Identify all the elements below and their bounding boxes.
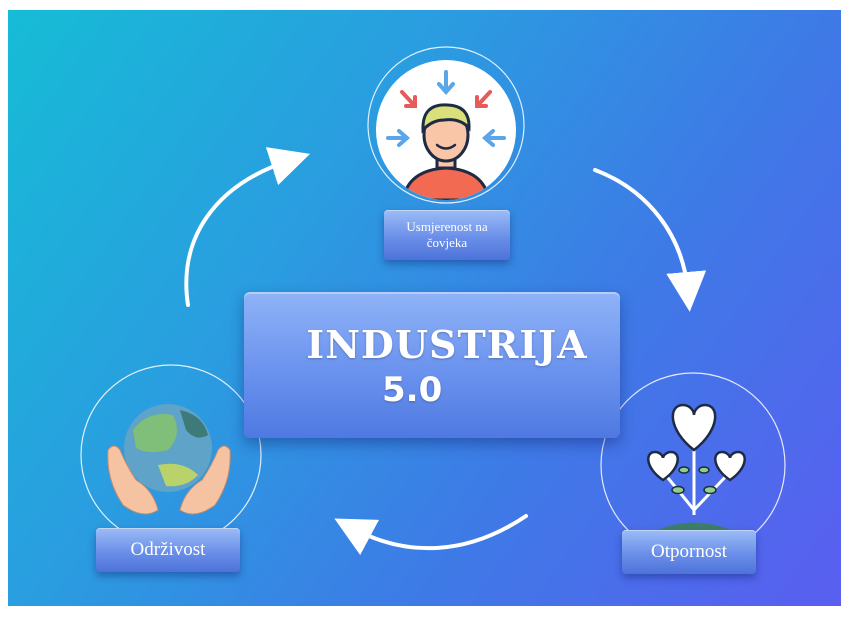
arrow-left-to-top bbox=[184, 147, 311, 307]
person-focus-icon bbox=[367, 46, 525, 204]
node-label-top: Usmjerenost na čovjeka bbox=[384, 210, 510, 260]
center-title: INDUSTRIJA bbox=[306, 322, 588, 367]
cycle-decoration bbox=[80, 46, 786, 558]
node-label-right: Otpornost bbox=[622, 530, 756, 574]
center-subtitle: 5.0 bbox=[382, 370, 443, 410]
arrow-right-to-left bbox=[334, 514, 528, 556]
hands-globe-icon bbox=[80, 364, 262, 546]
center-box: INDUSTRIJA 5.0 bbox=[244, 292, 620, 438]
arrow-top-to-right bbox=[593, 168, 707, 312]
node-label-left: Održivost bbox=[96, 528, 240, 572]
hearts-plant-icon bbox=[600, 372, 786, 558]
diagram-canvas: INDUSTRIJA 5.0 Usmjerenost na čovjeka Od… bbox=[8, 10, 841, 606]
